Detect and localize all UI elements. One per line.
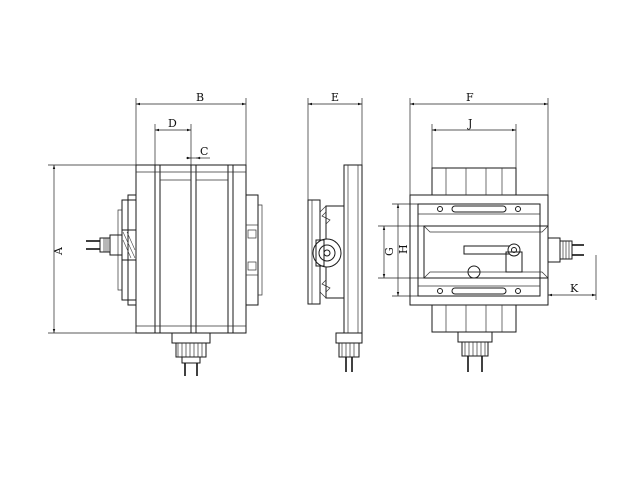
label-H: H — [397, 244, 410, 254]
dimension-A: A — [48, 164, 136, 334]
front-view — [86, 164, 263, 376]
side-view — [307, 164, 363, 372]
dimension-E: E — [307, 91, 363, 200]
dimension-D: D — [154, 117, 192, 165]
label-B: B — [196, 91, 204, 104]
dimension-F: F — [409, 91, 549, 195]
label-G: G — [383, 247, 396, 256]
label-K: K — [570, 282, 579, 295]
label-D: D — [168, 117, 177, 130]
dimension-B: B — [135, 91, 247, 165]
dimension-J: J — [431, 117, 517, 168]
label-F: F — [466, 91, 474, 104]
dimension-H: H — [392, 203, 418, 297]
label-A: A — [52, 246, 65, 256]
label-J: J — [467, 117, 472, 130]
dimension-K: K — [547, 255, 597, 300]
top-view — [409, 167, 584, 372]
dimension-C: C — [186, 145, 210, 160]
label-C: C — [200, 145, 208, 158]
dimension-G: G — [378, 225, 424, 279]
label-E: E — [331, 91, 339, 104]
